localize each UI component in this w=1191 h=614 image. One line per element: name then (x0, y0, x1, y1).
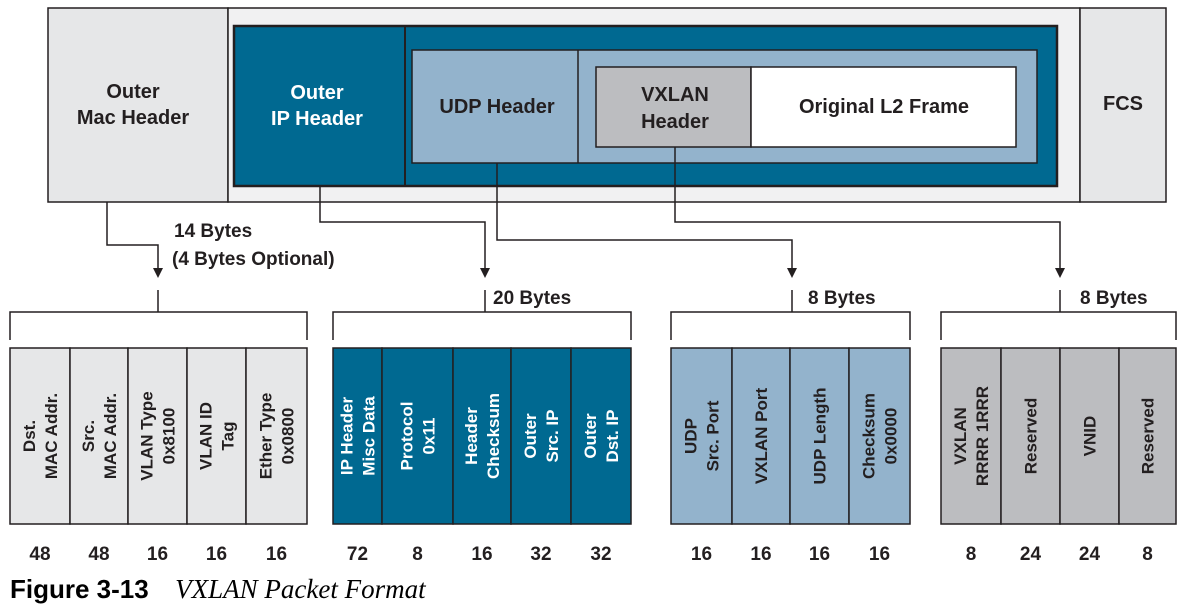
byte-size-label: 8 Bytes (1080, 288, 1148, 309)
field-cell (670, 347, 733, 525)
field-bit-width: 32 (590, 544, 611, 565)
udp-header-label: UDP Header (439, 96, 554, 118)
fcs-label: FCS (1103, 93, 1143, 115)
field-cell (731, 347, 791, 525)
field-bit-width: 16 (266, 544, 287, 565)
field-bit-width: 24 (1020, 544, 1042, 565)
field-cell (940, 347, 1002, 525)
vxlan-header-cell (595, 66, 752, 148)
arrow-mac (106, 202, 159, 270)
field-cell (848, 347, 911, 525)
arrowhead-icon (787, 268, 797, 278)
field-bit-width: 16 (691, 544, 712, 565)
field-bit-width: 24 (1079, 544, 1101, 565)
arrowhead-icon (153, 268, 163, 278)
field-cell (510, 347, 572, 525)
field-label: Src.MAC Addr. (79, 393, 120, 479)
field-bit-width: 8 (966, 544, 977, 565)
field-group: 14 Bytes(4 Bytes Optional) Dst.MAC Addr. 4… (9, 221, 335, 565)
bracket (332, 290, 632, 340)
figure-caption: Figure 3-13 VXLAN Packet Format (10, 574, 426, 605)
byte-size-label: 20 Bytes (493, 288, 571, 309)
field-cell (789, 347, 850, 525)
field-bit-width: 48 (29, 544, 50, 565)
field-label: VXLAN Port (752, 387, 771, 484)
connector-arrows (106, 147, 1061, 270)
field-bit-width: 16 (809, 544, 830, 565)
field-cell (186, 347, 247, 525)
field-cell (245, 347, 308, 525)
field-label: Reserved (1022, 398, 1041, 475)
field-bit-width: 16 (147, 544, 168, 565)
arrowhead-icon (480, 268, 490, 278)
field-bit-width: 16 (750, 544, 771, 565)
field-bit-width: 16 (869, 544, 890, 565)
field-cell (332, 347, 383, 525)
original-l2-frame-cell (750, 66, 1017, 148)
field-bit-width: 32 (530, 544, 551, 565)
arrow-ip (319, 186, 486, 270)
field-cell (381, 347, 454, 525)
field-cell (1118, 347, 1177, 525)
field-bit-width: 72 (347, 544, 368, 565)
field-bit-width: 16 (471, 544, 492, 565)
figure-title: VXLAN Packet Format (175, 574, 426, 604)
field-cell (570, 347, 632, 525)
field-cell (69, 347, 129, 525)
arrowhead-icon (1055, 268, 1065, 278)
arrow-vxlan (674, 147, 1061, 270)
field-bit-width: 8 (1142, 544, 1153, 565)
field-cell (452, 347, 512, 525)
bracket (9, 290, 308, 340)
arrow-udp (496, 163, 793, 270)
field-bit-width: 16 (206, 544, 227, 565)
field-cell (127, 347, 188, 525)
outer-packet (47, 7, 1167, 203)
field-bit-width: 8 (412, 544, 423, 565)
field-label: Reserved (1139, 398, 1158, 475)
figure-number: Figure 3-13 (10, 574, 149, 604)
field-bit-width: 48 (88, 544, 109, 565)
original-l2-frame-label: Original L2 Frame (799, 96, 969, 118)
field-label: UDP Length (811, 388, 830, 485)
fcs-cell (1079, 7, 1167, 203)
bracket (940, 290, 1177, 340)
byte-size-label: 14 Bytes(4 Bytes Optional) (172, 221, 335, 270)
bracket (670, 290, 911, 340)
byte-size-label: 8 Bytes (808, 288, 876, 309)
field-label: VNID (1081, 416, 1100, 457)
field-cell (9, 347, 71, 525)
field-label: Dst.MAC Addr. (20, 393, 61, 479)
outer-mac-header-cell (47, 7, 229, 203)
field-cell (1000, 347, 1061, 525)
